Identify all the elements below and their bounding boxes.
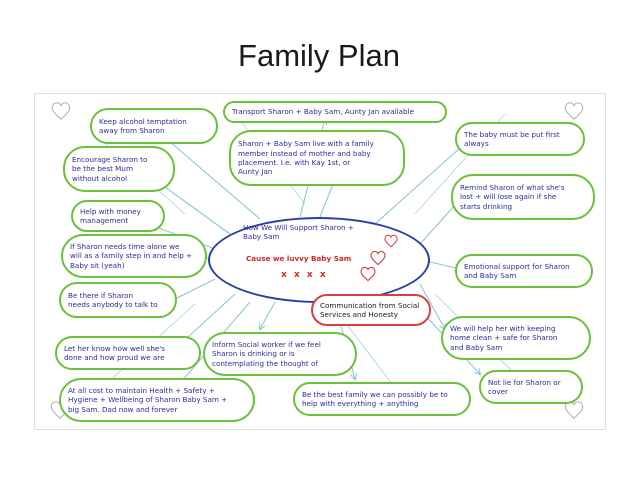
bubble-inform: Inform Social worker if we feel Sharon i… xyxy=(203,332,357,376)
bubble-money: Help with money management xyxy=(71,200,165,232)
central-hub xyxy=(208,217,430,303)
bubble-transport: Transport Sharon + Baby Sam, Aunty Jan a… xyxy=(223,101,447,123)
bubble-remind: Remind Sharon of what she's lost + will … xyxy=(451,174,595,220)
hub-title: How We Will Support Sharon + Baby Sam xyxy=(243,223,354,242)
arrow-keeping-home xyxy=(419,283,445,329)
bubble-communication: Communication from Social Services and H… xyxy=(311,294,431,326)
bubble-best-family: Be the best family we can possibly be to… xyxy=(293,382,471,416)
bubble-alcohol: Keep alcohol temptation away from Sharon xyxy=(90,108,218,144)
heart-red-icon xyxy=(384,234,398,248)
bubble-lie: Not lie for Sharon or cover xyxy=(479,370,583,404)
mind-map-figure: How We Will Support Sharon + Baby Sam Ca… xyxy=(34,93,606,430)
heart-red-icon xyxy=(360,266,376,282)
arrow-inform xyxy=(260,301,276,329)
bubble-step-in: If Sharon needs time alone we will as a … xyxy=(61,234,207,278)
bubble-proud: Let her know how well she's done and how… xyxy=(55,336,201,370)
bubble-best-mum: Encourage Sharon to be the best Mum with… xyxy=(63,146,175,192)
bubble-keeping-home: We will help her with keeping home clean… xyxy=(441,316,591,360)
heart-outline-icon xyxy=(51,102,71,120)
arrow-baby-first xyxy=(374,139,470,225)
heart-outline-icon xyxy=(564,401,584,419)
arrow-alcohol xyxy=(155,129,261,220)
bubble-emotional: Emotional support for Sharon and Baby Sa… xyxy=(455,254,593,288)
bubble-all-cost: At all cost to maintain Health + Safety … xyxy=(59,378,255,422)
slide-title: Family Plan xyxy=(238,38,400,73)
bubble-be-there: Be there if Sharon needs anybody to talk… xyxy=(59,282,177,318)
heart-red-icon xyxy=(370,250,386,266)
hub-kisses: x x x x xyxy=(281,270,328,280)
bubble-live-with: Sharon + Baby Sam live with a family mem… xyxy=(229,130,405,186)
bubble-baby-first: The baby must be put first always xyxy=(455,122,585,156)
heart-outline-icon xyxy=(564,102,584,120)
hub-subtitle: Cause we luvvy Baby Sam xyxy=(246,254,352,263)
